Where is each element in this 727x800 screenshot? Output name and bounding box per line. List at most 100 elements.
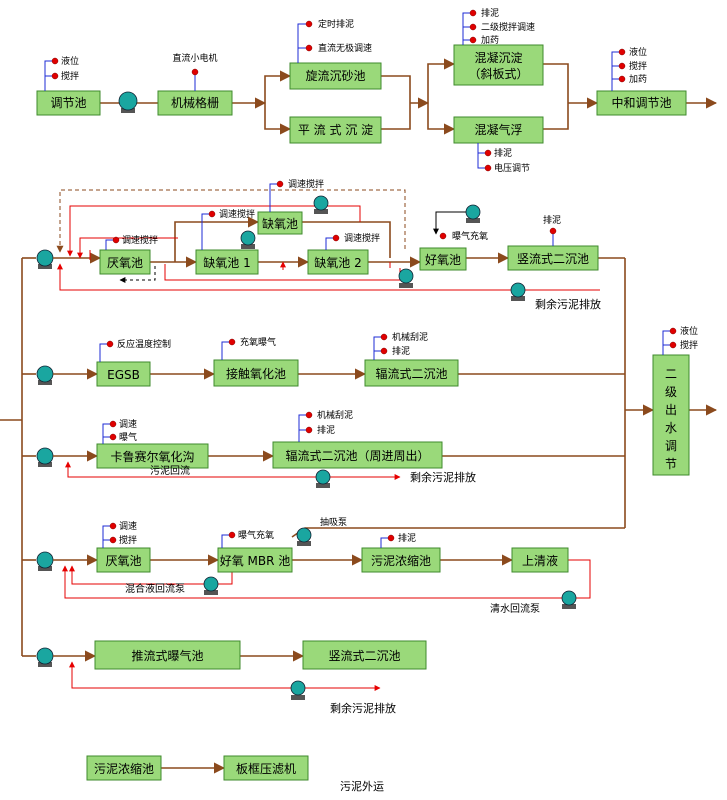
sensor-dot — [469, 23, 477, 31]
flow-line — [427, 103, 456, 135]
return-label: 污泥回流 — [150, 464, 190, 477]
process-label: 厌氧池 — [107, 256, 143, 270]
signal-line — [221, 341, 229, 360]
signal-line — [297, 23, 306, 63]
process-box-zhonghe — [596, 90, 687, 116]
instrument-label: 机械刮泥 — [392, 331, 428, 343]
signal-line — [221, 534, 229, 548]
process-box-jiechu — [213, 359, 299, 387]
pump-icon — [36, 365, 54, 385]
signal-line — [380, 537, 388, 548]
process-label: 辐流式二沉池 — [375, 366, 447, 381]
process-box-shangqingye — [511, 547, 569, 573]
process-box-wuni-nongsuo-1 — [361, 547, 441, 573]
sensor-dot — [618, 48, 626, 56]
process-label: 厌氧池 — [105, 554, 141, 568]
sensor-dot — [332, 234, 340, 242]
sensor-dot — [112, 236, 120, 244]
instrument-label: 机械刮泥 — [317, 409, 353, 421]
instrument-label: 充氧曝气 — [240, 336, 276, 348]
sensor-dot — [380, 333, 388, 341]
signal-line — [611, 51, 619, 91]
process-label: EGSB — [107, 368, 140, 382]
process-box-banguang — [223, 755, 309, 781]
process-label: 推流式曝气池 — [131, 648, 203, 663]
process-label: 混凝沉淀 — [474, 50, 522, 65]
sensor-dot — [484, 164, 492, 172]
process-box-hunning-chendian — [453, 44, 544, 86]
instrument-label: 调速搅拌 — [219, 208, 255, 220]
instrument-label: 排泥 — [494, 147, 512, 159]
pump-icon — [36, 447, 54, 467]
pump-icon — [561, 590, 577, 609]
process-box-queyang-top — [257, 211, 303, 235]
process-label: 好氧池 — [425, 253, 461, 267]
flow-line — [264, 70, 292, 103]
instrument-label: 曝气充氧 — [452, 230, 488, 242]
pump-icon — [313, 195, 329, 214]
dashed-return — [56, 189, 406, 253]
process-box-shuliu-2 — [302, 640, 427, 670]
signal-line — [105, 239, 113, 250]
row-sludge: 污泥浓缩池 板框压滤机 污泥外运 — [86, 755, 384, 793]
return-line — [69, 565, 233, 585]
process-label: 二 — [665, 367, 677, 381]
row-carrousel: 卡鲁赛尔氧化沟 辐流式二沉池（周进周出） 调速 曝气 机械刮泥 排泥 污泥回流 … — [36, 409, 625, 488]
instrument-label: 搅拌 — [629, 60, 647, 72]
signal-line — [477, 143, 485, 169]
instrument-label: 电压调节 — [494, 162, 530, 174]
pump-icon — [36, 647, 54, 667]
row-pretreatment: 调节池 机械格栅 旋流沉砂池 平 流 式 沉 淀 混凝沉淀 （斜板式） 混凝气浮… — [36, 7, 718, 174]
flow-line — [291, 527, 625, 538]
flow-line — [381, 75, 411, 130]
process-label: 卡鲁赛尔氧化沟 — [110, 449, 194, 464]
sensor-dot — [51, 72, 59, 80]
pump-icon — [398, 268, 414, 288]
process-label: 缺氧池 2 — [314, 255, 361, 270]
sensor-dot — [51, 57, 59, 65]
pump-label: 抽吸泵 — [320, 516, 347, 528]
process-box-hunning-qifu — [453, 116, 544, 144]
row-mbr: 厌氧池 好氧 MBR 池 污泥浓缩池 上清液 调速 搅拌 曝气充氧 抽吸泵 排泥… — [36, 516, 625, 615]
process-box-queyang-2 — [307, 249, 369, 275]
process-label: 接触氧化池 — [226, 366, 286, 381]
instrument-label: 加药 — [481, 35, 499, 46]
sensor-dot — [228, 531, 236, 539]
process-label: 竖流式二沉池 — [517, 252, 589, 266]
sensor-dot — [305, 411, 313, 419]
sensor-dot — [380, 347, 388, 355]
flow-line — [302, 221, 391, 258]
pump-icon — [203, 576, 219, 595]
return-line — [65, 461, 400, 478]
process-label: 上清液 — [522, 553, 558, 568]
signal-line — [102, 525, 110, 548]
pump-icon — [510, 282, 526, 301]
process-label: （斜板式） — [468, 67, 528, 81]
return-line — [62, 559, 591, 599]
row-plugflow: 推流式曝气池 竖流式二沉池 剩余污泥排放 — [36, 640, 427, 715]
sensor-dot — [305, 44, 313, 52]
process-box-fuliu-1 — [364, 359, 459, 387]
sensor-dot — [305, 20, 313, 28]
process-label: 水 — [665, 421, 677, 435]
process-box-tiaojiechi — [36, 90, 101, 116]
instrument-label: 液位 — [680, 325, 698, 337]
row-egsb: EGSB 接触氧化池 辐流式二沉池 反应温度控制 充氧曝气 机械刮泥 排泥 — [36, 331, 625, 387]
sensor-dot — [106, 340, 114, 348]
inlet-trunk — [0, 257, 718, 657]
sensor-dot — [484, 149, 492, 157]
sensor-dot — [276, 180, 284, 188]
row-a2o: 厌氧池 缺氧池 1 缺氧池 缺氧池 2 好氧池 竖流式二沉池 调速搅拌 调速搅拌… — [36, 178, 625, 311]
sensor-dot — [109, 433, 117, 441]
process-box-yanyang-1 — [99, 249, 151, 275]
process-label: 缺氧池 1 — [203, 255, 250, 270]
sensor-dot — [669, 341, 677, 349]
process-label: 污泥浓缩池 — [94, 761, 154, 776]
sensor-dot — [439, 232, 447, 240]
flow-line — [174, 216, 260, 262]
process-box-tuiliu — [94, 640, 241, 670]
process-label: 旋流沉砂池 — [305, 69, 365, 83]
discharge-label: 污泥外运 — [340, 780, 384, 793]
instrument-label: 直流小电机 — [172, 52, 217, 64]
process-box-wuni-nongsuo-2 — [86, 755, 162, 781]
